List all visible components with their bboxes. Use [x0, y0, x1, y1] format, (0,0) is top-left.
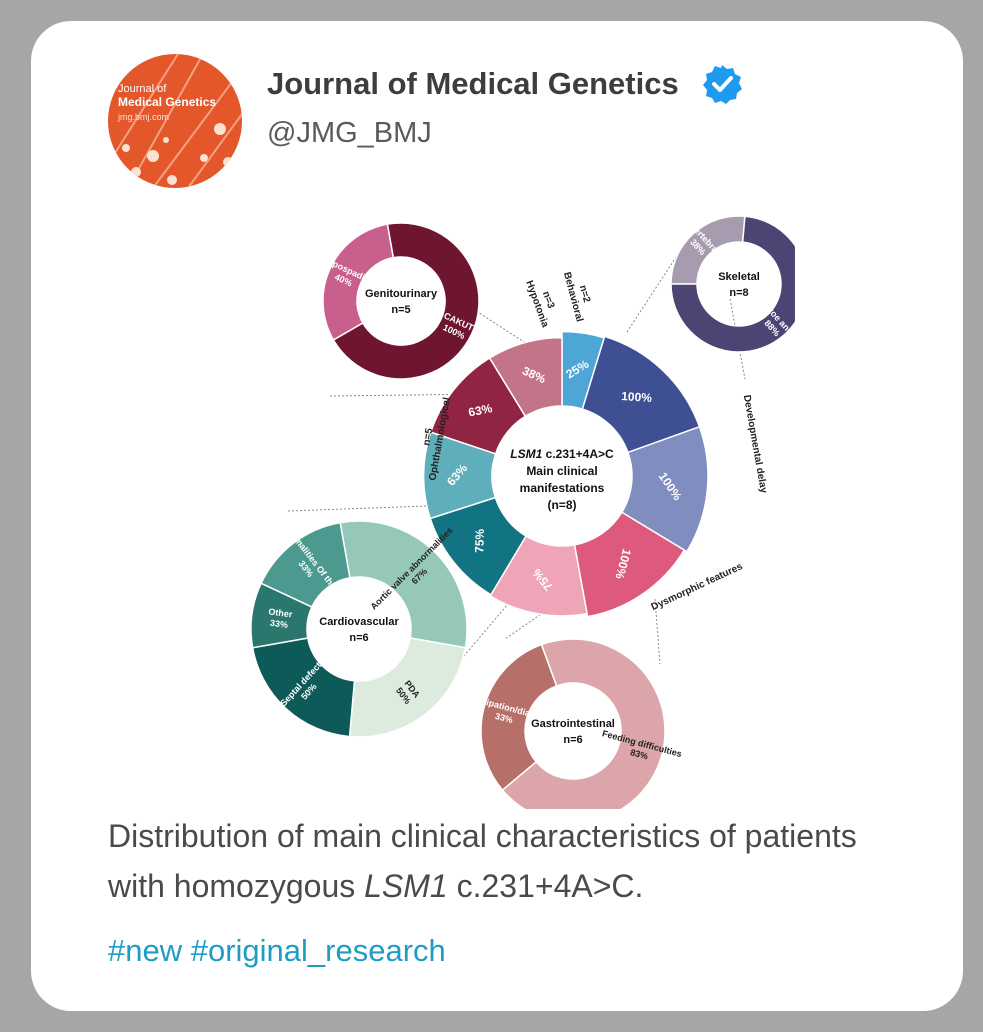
main-ring-label-developmental-delay: Developmental delay [741, 394, 769, 494]
main-ring-slice-developmental-delay [620, 425, 709, 553]
sub-slice-skeletal-finger-toe-anomalies [670, 215, 795, 353]
main-ring-value-neurodevelopmental: 100% [621, 389, 653, 405]
sub-slice-cardiovascular-aortic-valve-abnormalities [339, 520, 468, 649]
sub-n-genitourinary: n=5 [391, 304, 410, 316]
sub-label-cardiovascular-other: Other [268, 606, 294, 619]
sub-slice-gastrointestinal-feeding-difficulties [501, 638, 666, 809]
sub-value-gastrointestinal-feeding-difficulties: 83% [629, 747, 649, 761]
account-handle[interactable]: @JMG_BMJ [267, 117, 432, 149]
sub-value-gastrointestinal-constipation-diarrhea: 33% [494, 711, 514, 725]
main-ring-value-genitourinary: 63% [467, 401, 494, 420]
sub-title-gastrointestinal: Gastrointestinal [531, 718, 615, 730]
connector-line-5 [287, 503, 484, 512]
caption-text-1: Distribution of main clinical characteri… [108, 818, 857, 904]
verified-badge-icon [702, 65, 742, 104]
avatar-background [108, 54, 242, 188]
account-name[interactable]: Journal of Medical Genetics [267, 66, 679, 101]
sub-slice-cardiovascular-septal-defect [251, 637, 356, 738]
main-ring-n-behavioral: n=2 [577, 284, 592, 304]
avatar-text-1: Journal of [118, 83, 167, 95]
avatar-decoration [108, 54, 242, 188]
sub-title-skeletal: Skeletal [718, 271, 760, 283]
sub-slice-cardiovascular-other [250, 582, 313, 649]
clinical-manifestations-chart[interactable]: 25%100%100%100%75%75%63%63%38%Behavioral… [235, 189, 795, 809]
sub-n-skeletal: n=8 [729, 287, 748, 299]
caption-gene: LSM1 [364, 868, 448, 904]
sub-title-cardiovascular: Cardiovascular [319, 616, 399, 628]
avatar[interactable]: Journal of Medical Genetics jmg.bmj.com [108, 54, 242, 188]
sub-n-cardiovascular: n=6 [349, 632, 368, 644]
avatar-image: Journal of Medical Genetics jmg.bmj.com [108, 54, 242, 188]
sub-value-cardiovascular-other: 33% [269, 618, 288, 630]
avatar-text-2: Medical Genetics [118, 95, 216, 109]
main-ring-n-ophthalmological: n=5 [421, 427, 435, 447]
center-title: LSM1 c.231+4A>C [510, 447, 614, 461]
tweet-caption: Distribution of main clinical characteri… [108, 811, 908, 911]
caption-text-2: c.231+4A>C. [447, 868, 644, 904]
avatar-text-3: jmg.bmj.com [117, 112, 169, 122]
connector-line-8 [654, 598, 661, 665]
center-line-2: Main clinical [526, 464, 597, 478]
hashtag-new[interactable]: #new [108, 933, 183, 968]
avatar-dots [122, 123, 233, 185]
sub-slice-cardiovascular-pda [348, 637, 467, 738]
sub-slice-gastrointestinal-constipation-diarrhea [480, 643, 558, 792]
sub-slice-genitourinary-cakut [332, 222, 480, 380]
center-line-4: (n=8) [547, 498, 576, 512]
hashtag-original-research[interactable]: #original_research [190, 933, 446, 968]
main-ring-slice-hypotonia [488, 336, 563, 418]
main-ring-slice-dysmorphic-features [573, 511, 686, 618]
hashtags: #new #original_research [108, 933, 446, 969]
account-name-row: Journal of Medical Genetics [267, 63, 743, 105]
sub-n-gastrointestinal: n=6 [563, 734, 582, 746]
sub-slice-genitourinary-hypospadias [322, 223, 395, 342]
tweet-card: Journal of Medical Genetics jmg.bmj.com … [31, 21, 963, 1011]
center-line-3: manifestations [520, 481, 605, 495]
main-ring-value-cardiovascular: 75% [472, 528, 487, 553]
sub-title-genitourinary: Genitourinary [365, 288, 438, 300]
connector-line-3 [626, 250, 681, 333]
